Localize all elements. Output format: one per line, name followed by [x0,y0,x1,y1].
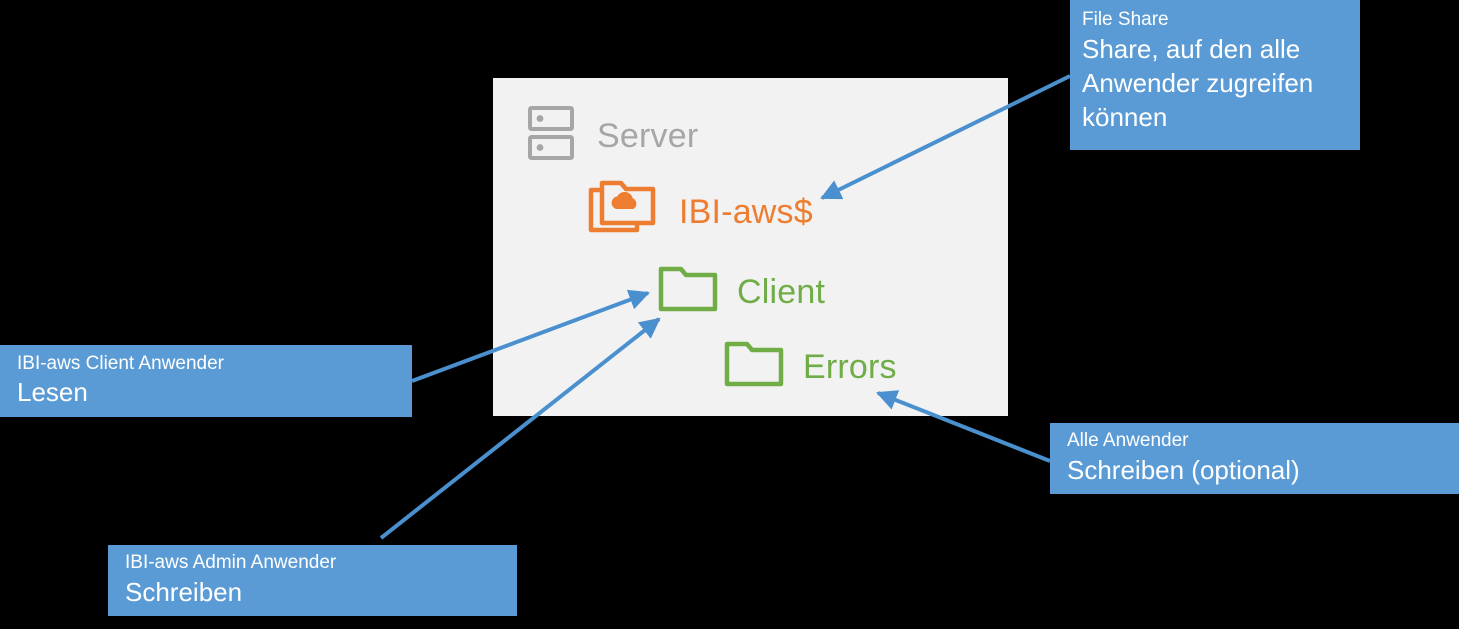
callout-client-user-title: IBI-aws Client Anwender [17,352,224,374]
callout-client-user-body: Lesen [17,377,88,408]
callout-client-user[interactable]: IBI-aws Client Anwender Lesen [0,345,412,417]
callout-all-user-title: Alle Anwender [1067,430,1189,452]
callout-admin-user[interactable]: IBI-aws Admin Anwender Schreiben [108,545,517,616]
node-errors-label: Errors [803,347,897,386]
node-server[interactable]: Server [527,105,698,166]
folder-icon [657,263,719,320]
callout-file-share-title: File Share [1082,9,1169,30]
callout-admin-user-title: IBI-aws Admin Anwender [125,552,337,574]
callout-file-share[interactable]: File Share Share, auf den alle Anwender … [1070,0,1360,150]
callout-admin-user-body: Schreiben [125,576,243,607]
node-share-label: IBI-aws$ [679,192,813,231]
folder-icon [723,338,785,395]
node-client-label: Client [737,272,826,311]
shared-folder-cloud-icon [587,178,663,245]
server-rack-icon [527,105,575,166]
node-client[interactable]: Client [657,263,825,320]
callout-file-share-body: Share, auf den alle Anwender zugreifen k… [1082,34,1314,132]
node-share[interactable]: IBI-aws$ [587,178,813,245]
node-errors[interactable]: Errors [723,338,897,395]
callout-all-user-body: Schreiben (optional) [1067,454,1300,485]
callout-all-user[interactable]: Alle Anwender Schreiben (optional) [1050,423,1459,494]
node-server-label: Server [597,116,699,155]
